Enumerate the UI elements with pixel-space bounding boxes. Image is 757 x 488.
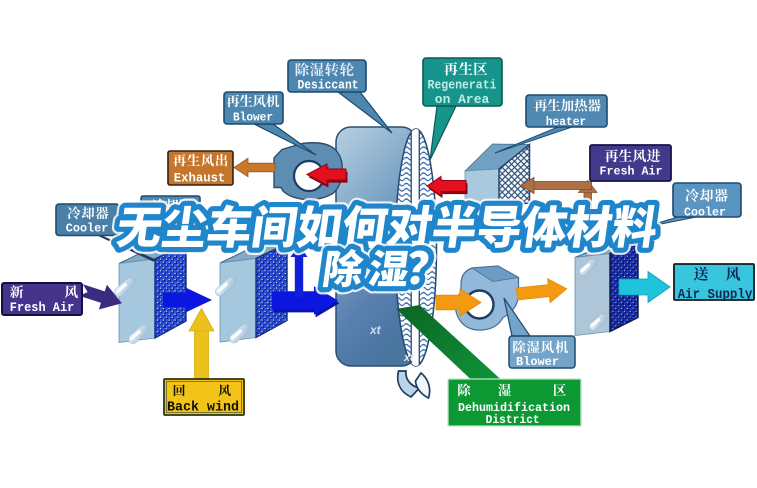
svg-text:Fresh Air: Fresh Air [600,165,663,179]
svg-text:Exhaust: Exhaust [174,171,226,185]
svg-text:Desiccant: Desiccant [298,78,359,93]
svg-text:Back wind: Back wind [167,400,239,415]
svg-text:Air Supply: Air Supply [678,288,753,303]
svg-text:xt: xt [369,323,382,337]
svg-text:District: District [486,414,540,427]
svg-text:Regenerati: Regenerati [428,79,497,93]
svg-text:xt: xt [403,352,415,364]
svg-text:on Area: on Area [435,93,490,107]
svg-text:Cooler: Cooler [684,205,726,219]
svg-text:heater: heater [546,115,587,129]
svg-text:Cooler: Cooler [66,221,109,235]
svg-text:Fresh Air: Fresh Air [10,301,75,315]
svg-text:Blower: Blower [233,110,273,124]
svg-text:Dehumidification: Dehumidification [458,401,570,415]
svg-text:Blower: Blower [516,355,559,369]
